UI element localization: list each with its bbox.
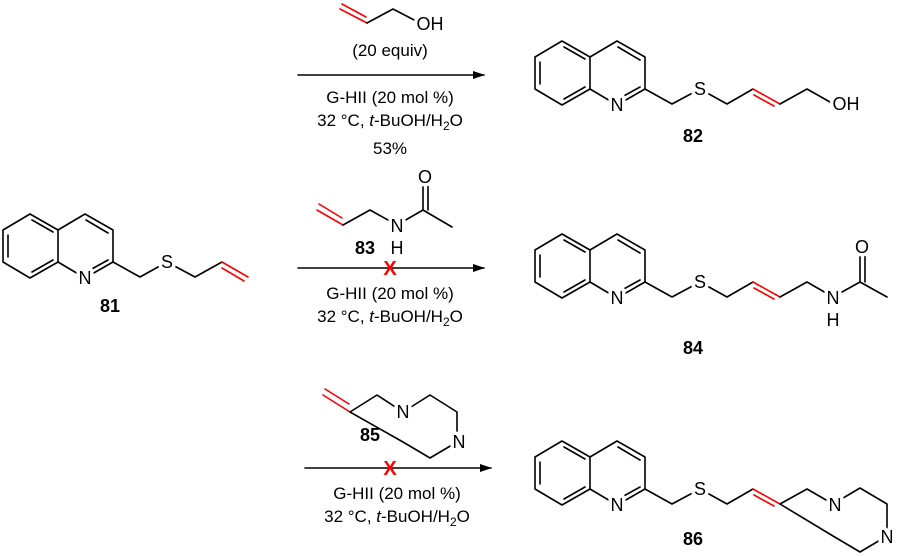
piperazine-n4-label: N	[453, 432, 466, 452]
amide-hydrogen-label: H	[827, 310, 840, 330]
compound-label-85: 85	[360, 425, 380, 445]
hydroxyl-label: OH	[833, 94, 860, 114]
amide-nitrogen-label: N	[827, 288, 840, 308]
reaction-3: N N 85 X G-HII (20 mol %) 32 °C, t-BuOH/…	[304, 388, 492, 529]
compound-label-84: 84	[683, 338, 703, 358]
piperazine-n1-label: N	[397, 402, 410, 422]
compound-86: S N N 86	[535, 441, 897, 553]
conditions-text: 32 °C, t-BuOH/H2O	[324, 507, 470, 529]
compound-label-86: 86	[683, 529, 703, 549]
reagent-85: N N 85	[322, 388, 469, 459]
compound-82: S OH 82	[535, 41, 863, 146]
amide-hydrogen-label: H	[391, 238, 404, 258]
sulfur-label: S	[694, 272, 706, 292]
compound-84: S N H O 84	[535, 234, 888, 358]
sulfur-label: S	[161, 252, 173, 272]
piperazine-n1-label: N	[829, 495, 842, 515]
carbonyl-oxygen-label: O	[855, 237, 869, 257]
conditions-text: 32 °C, t-BuOH/H2O	[317, 307, 463, 329]
compound-81: S 81	[3, 214, 249, 316]
reaction-1: OH (20 equiv) G-HII (20 mol %) 32 °C, t-…	[297, 3, 485, 158]
reagent-83: N H O 83	[316, 164, 453, 262]
conditions-text: 32 °C, t-BuOH/H2O	[317, 111, 463, 133]
piperazine-n4-label: N	[881, 527, 894, 547]
sulfur-label: S	[694, 479, 706, 499]
amide-nitrogen-label: N	[391, 216, 404, 236]
catalyst-text: G-HII (20 mol %)	[333, 484, 461, 503]
catalyst-text: G-HII (20 mol %)	[326, 88, 454, 107]
allyl-alcohol-reagent: OH	[339, 3, 447, 38]
yield-text: 53%	[373, 139, 407, 158]
compound-label-82: 82	[683, 126, 703, 146]
compound-label-83: 83	[355, 238, 375, 258]
compound-label-81: 81	[100, 296, 120, 316]
reagent-equiv: (20 equiv)	[352, 41, 428, 60]
carbonyl-oxygen-label: O	[418, 167, 432, 187]
hydroxyl-label: OH	[417, 14, 444, 34]
catalyst-text: G-HII (20 mol %)	[326, 284, 454, 303]
failed-reaction-x-icon: X	[383, 458, 397, 480]
reaction-2: N H O 83 X G-HII (20 mol %) 32 °C, t-BuO…	[297, 164, 485, 329]
failed-reaction-x-icon: X	[383, 258, 397, 280]
sulfur-label: S	[694, 79, 706, 99]
